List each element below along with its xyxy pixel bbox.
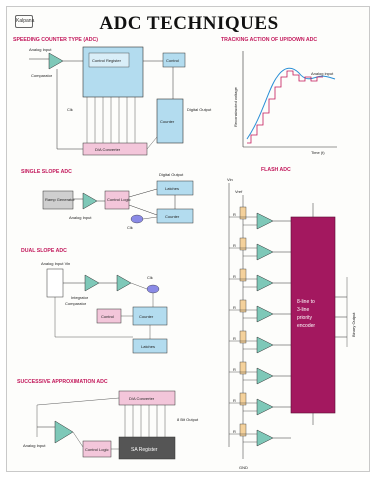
flash-comparator [256,274,274,292]
section-heading-tracking: TRACKING ACTION OF UP/DOWN ADC [221,37,318,43]
diagrams-canvas: Analog Input Comparator Control Register… [23,46,356,470]
tracking-legend: Analog input [311,71,334,76]
sar-register-label: SA Register [131,447,158,453]
dac-label: D/A Converter [95,147,121,152]
tracking-chart: Reconstructed voltage Time (t) Analog in… [233,51,337,155]
encoder-label-line2: 3-line [297,307,309,313]
ds-input-label: Analog Input Vin [41,261,70,266]
comparator-symbol [48,52,64,70]
flash-comparator [256,367,274,385]
publisher-logo: Kalpana [15,15,34,28]
dual-slope-diagram: Analog Input Vin Integrator Comparator C… [41,261,168,354]
sar-output-label: 8 Bit Output [177,417,199,422]
flash-gnd-label: GND [239,465,248,470]
flash-vin-label: Vin [227,177,233,182]
ss-counter-label: Counter [165,214,180,219]
ds-clock-symbol [146,284,160,294]
counter-input-label: Analog Input [29,47,52,52]
flash-resistor [239,206,247,220]
ds-comparator-label: Comparator [65,301,87,306]
ramp-label: Ramp Generator [45,197,75,202]
ds-integrator-label: Integrator [71,295,89,300]
flash-resistor [239,392,247,406]
flash-resistor [239,237,247,251]
counter-block [156,98,184,144]
encoder-label-line4: encoder [297,323,315,329]
ss-input-label: Analog Input [69,215,92,220]
control-block [162,52,186,68]
flash-output-label: Binary Output [351,312,356,337]
flash-comparator [256,212,274,230]
staircase-curve [247,70,323,144]
ds-clk-label: Clk [147,275,153,280]
sar-control-label: Control Logic [85,447,109,452]
flash-resistor-label: R [233,429,236,434]
control-label: Control [166,58,179,63]
sar-input-label: Analog Input [23,443,46,448]
section-heading-speeding-counter: SPEEDING COUNTER TYPE (ADC) [13,37,99,43]
ramp-generator-block [42,190,74,210]
section-heading-successive: SUCCESSIVE APPROXIMATION ADC [17,379,108,385]
clk-label: Clk [67,107,73,112]
flash-resistor-label: R [233,305,236,310]
flash-adc-diagram: Vin Vref GND R R R R R R R R 8-line to 3-line p… [227,177,356,470]
control-logic-block [104,190,130,210]
section-heading-flash: FLASH ADC [261,167,291,173]
flash-resistor-label: R [233,336,236,341]
encoder-label-line3: priority [297,315,313,321]
encoder-label-line1: 8-line to [297,299,315,305]
flash-comparator [256,305,274,323]
sar-comparator [54,420,74,444]
counter-label: Counter [160,119,175,124]
ss-output-label: Digital Output [159,172,184,177]
register-label: Control Register [92,58,122,63]
flash-resistor-label: R [233,274,236,279]
flash-resistor [239,268,247,282]
ss-control-label: Control Logic [107,197,131,202]
ss-clk-label: Clk [127,225,133,230]
counter-adc-diagram: Analog Input Comparator Control Register… [29,46,212,156]
flash-resistor-label: R [233,212,236,217]
analog-input-curve [246,67,336,140]
priority-encoder-block [290,216,336,414]
flash-comparator [256,429,274,447]
sar-dac-label: D/A Converter [129,396,155,401]
flash-comparator [256,243,274,261]
flash-resistor [239,299,247,313]
flash-resistor-label: R [233,367,236,372]
ds-latches-label: Latches [141,344,155,349]
flash-resistor [239,330,247,344]
sar-register-block [118,436,176,460]
flash-resistor-label: R [233,243,236,248]
section-heading-single-slope: SINGLE SLOPE ADC [21,169,72,175]
flash-comparator-stack: R R R R R R R R [229,206,291,447]
single-slope-diagram: Ramp Generator Control Logic Latches Cou… [42,172,194,230]
ds-control-label: Control [101,314,114,319]
flash-resistor [239,361,247,375]
tracking-ylabel: Reconstructed voltage [233,86,238,127]
flash-resistor-label: R [233,398,236,403]
ds-counter-label: Counter [139,314,154,319]
ss-clock-symbol [130,214,144,224]
section-heading-dual-slope: DUAL SLOPE ADC [21,248,67,254]
flash-comparator [256,398,274,416]
switch-block [46,268,64,298]
flash-vref-label: Vref [235,189,243,194]
flash-resistor [239,423,247,437]
counter-output-label: Digital Output [187,107,212,112]
poster: Kalpana ADC TECHNIQUES SPEEDING COUNTER … [6,6,370,472]
tracking-xlabel: Time (t) [311,150,325,155]
sar-diagram: D/A Converter Analog Input Control Logic… [23,390,199,460]
poster-title: ADC TECHNIQUES [99,13,279,34]
ss-latches-label: Latches [165,186,179,191]
flash-comparator [256,336,274,354]
comparator-label: Comparator [31,73,53,78]
